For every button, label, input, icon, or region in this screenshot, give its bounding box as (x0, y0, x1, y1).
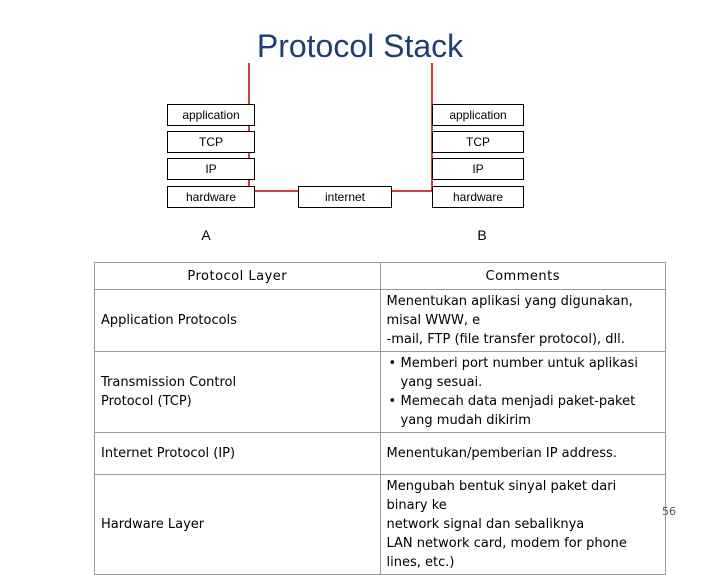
row-comment: Menentukan/pemberian IP address. (379, 432, 666, 475)
row-comment: Mengubah bentuk sinyal paket dari binary… (379, 474, 666, 575)
comment-line: -mail, FTP (file transfer protocol), dll… (386, 332, 625, 347)
host-a-tcp: TCP (167, 131, 255, 153)
layer-name-line: Protocol (TCP) (101, 394, 192, 409)
host-b-ip: IP (432, 158, 524, 180)
row-layer-name: Application Protocols (94, 289, 381, 352)
row-layer-name: Internet Protocol (IP) (94, 432, 381, 475)
table-row: Internet Protocol (IP) Menentukan/pember… (94, 432, 666, 475)
bullet-item: Memberi port number untuk aplikasi yang … (389, 354, 660, 392)
host-b-application: application (432, 104, 524, 126)
row-comment: Memberi port number untuk aplikasi yang … (379, 351, 666, 433)
host-b-label: B (477, 227, 487, 243)
page-number: 56 (662, 505, 676, 518)
host-b-hardware: hardware (432, 186, 524, 208)
comment-line: LAN network card, modem for phone lines,… (386, 536, 627, 570)
protocol-layer-table: Protocol Layer Comments Application Prot… (94, 262, 666, 575)
host-a-application: application (167, 104, 255, 126)
slide-title: Protocol Stack (256, 28, 464, 64)
layer-name-line: Transmission Control (101, 375, 237, 390)
route-line (248, 63, 300, 192)
table-header-row: Protocol Layer Comments (94, 262, 666, 290)
table-row: Transmission Control Protocol (TCP) Memb… (94, 351, 666, 433)
bullet-item: Memecah data menjadi paket-paket yang mu… (389, 392, 660, 430)
row-comment: Menentukan aplikasi yang digunakan, misa… (379, 289, 666, 352)
table-row: Hardware Layer Mengubah bentuk sinyal pa… (94, 474, 666, 575)
comment-line: Menentukan aplikasi yang digunakan, misa… (386, 294, 633, 328)
header-comments: Comments (379, 262, 666, 290)
row-layer-name: Transmission Control Protocol (TCP) (94, 351, 381, 433)
comment-line: Menentukan/pemberian IP address. (386, 446, 617, 461)
header-protocol-layer: Protocol Layer (94, 262, 381, 290)
host-b-tcp: TCP (432, 131, 524, 153)
internet-box: internet (298, 186, 392, 208)
comment-bullets: Memberi port number untuk aplikasi yang … (387, 354, 660, 430)
comment-line: Mengubah bentuk sinyal paket dari binary… (386, 479, 617, 513)
row-layer-name: Hardware Layer (94, 474, 381, 575)
comment-line: network signal dan sebaliknya (386, 517, 585, 532)
protocol-stack-diagram: application TCP IP hardware A internet a… (0, 0, 720, 260)
connection-lines (248, 63, 433, 192)
host-a-hardware: hardware (167, 186, 255, 208)
table-row: Application Protocols Menentukan aplikas… (94, 289, 666, 352)
host-a-label: A (201, 227, 211, 243)
host-a-ip: IP (167, 158, 255, 180)
